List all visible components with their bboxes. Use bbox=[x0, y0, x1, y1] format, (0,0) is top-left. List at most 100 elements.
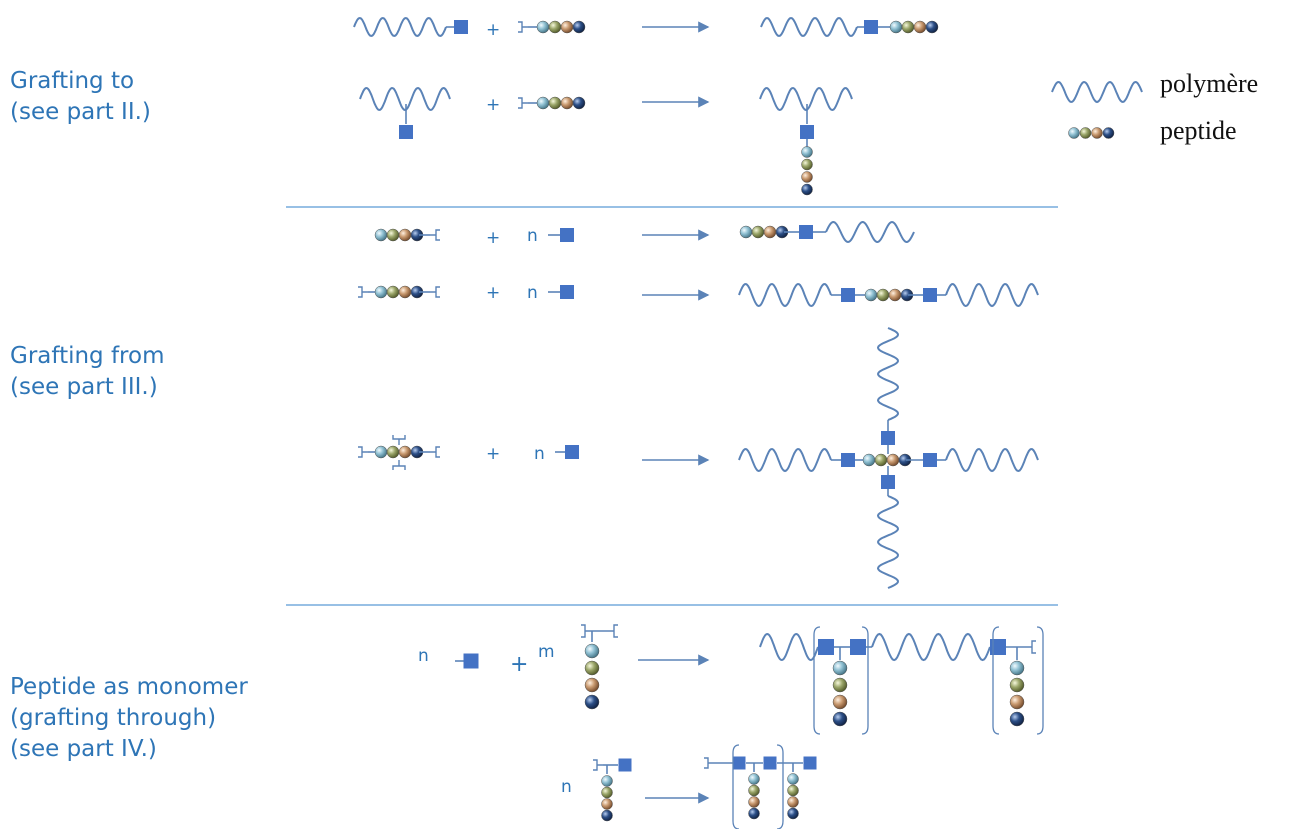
polymer-wave-icon bbox=[359, 86, 451, 112]
peptide-bead bbox=[1009, 660, 1025, 676]
peptide-bead bbox=[536, 20, 550, 34]
peptide-beads-icon bbox=[864, 288, 914, 302]
polymer-wave-icon bbox=[945, 282, 1039, 308]
stoichiometry-label: m bbox=[538, 642, 555, 662]
peptide-bead bbox=[601, 798, 613, 810]
peptide-bead bbox=[1009, 694, 1025, 710]
section-note: (see part IV.) bbox=[10, 736, 157, 762]
plus-sign: + bbox=[486, 228, 500, 248]
peptide-bead bbox=[862, 453, 876, 467]
peptide-bead bbox=[888, 288, 902, 302]
monomer-block-icon bbox=[881, 475, 895, 489]
reactive-end-icon bbox=[430, 229, 440, 241]
polymer-wave-icon bbox=[759, 86, 853, 112]
monomer-block-icon bbox=[565, 445, 579, 459]
peptide-bead bbox=[548, 20, 562, 34]
peptide-beads-icon bbox=[801, 146, 813, 196]
peptide-bead bbox=[398, 445, 412, 459]
repeat-bracket-icon bbox=[732, 744, 740, 829]
peptide-bead bbox=[584, 643, 600, 659]
polymer-wave-icon bbox=[353, 16, 447, 38]
monomer-block-icon bbox=[399, 125, 413, 139]
peptide-bead bbox=[374, 228, 388, 242]
peptide-beads-icon bbox=[584, 643, 600, 710]
repeat-bracket-icon bbox=[1036, 626, 1044, 735]
plus-sign: + bbox=[486, 20, 500, 40]
monomer-block-icon bbox=[560, 285, 574, 299]
reactive-end-icon bbox=[430, 446, 440, 458]
plus-sign: + bbox=[486, 95, 500, 115]
monomer-block-icon bbox=[881, 431, 895, 445]
repeat-bracket-icon bbox=[861, 626, 869, 735]
polymer-wave-icon bbox=[759, 632, 819, 662]
peptide-beads-icon bbox=[1068, 127, 1115, 139]
peptide-bead bbox=[832, 660, 848, 676]
stoichiometry-label: n bbox=[527, 226, 538, 246]
peptide-beads-icon bbox=[536, 96, 586, 110]
reactive-end-icon bbox=[358, 446, 368, 458]
peptide-bead bbox=[1102, 127, 1115, 139]
peptide-bead bbox=[572, 96, 586, 110]
reactive-end-icon bbox=[608, 624, 618, 638]
polymer-wave-icon bbox=[945, 447, 1039, 473]
polymer-wave-icon bbox=[876, 495, 900, 589]
operators: +++n+n+nn+mn bbox=[418, 20, 572, 797]
peptide-bead bbox=[386, 285, 400, 299]
repeat-bracket-icon bbox=[776, 744, 784, 829]
section-subtitle: (see part II.) bbox=[10, 99, 151, 125]
peptide-bead bbox=[832, 694, 848, 710]
peptide-bead bbox=[1009, 711, 1025, 727]
monomer-block-icon bbox=[803, 756, 817, 770]
peptide-bead bbox=[748, 784, 760, 797]
peptide-bead bbox=[889, 20, 903, 34]
peptide-bead bbox=[398, 285, 412, 299]
peptide-bead bbox=[787, 773, 799, 785]
reactive-end-icon bbox=[358, 286, 368, 298]
peptide-bead bbox=[801, 146, 813, 158]
polymer-wave-icon bbox=[871, 632, 991, 662]
monomer-block-icon bbox=[923, 453, 937, 467]
reactive-end-icon bbox=[430, 286, 440, 298]
reactive-end-icon bbox=[581, 624, 591, 638]
monomer-block-icon bbox=[763, 756, 777, 770]
section-subtitle: (see part III.) bbox=[10, 374, 158, 400]
peptide-beads-icon bbox=[374, 228, 424, 242]
peptide-bead bbox=[801, 158, 813, 171]
section-label-grafting-to: Grafting to (see part II.) bbox=[10, 66, 151, 128]
reactive-end-icon bbox=[1026, 640, 1036, 654]
peptide-bead bbox=[739, 225, 753, 239]
monomer-block-icon bbox=[454, 20, 468, 34]
monomer-block-icon bbox=[990, 639, 1006, 655]
peptide-bead bbox=[913, 20, 927, 34]
molecules bbox=[353, 16, 1044, 829]
peptide-bead bbox=[584, 660, 600, 676]
reactive-end-icon bbox=[392, 435, 406, 445]
monomer-block-icon bbox=[818, 639, 834, 655]
peptide-bead bbox=[751, 225, 765, 239]
peptide-bead bbox=[832, 711, 848, 727]
monomer-block-icon bbox=[841, 288, 855, 302]
peptide-bead bbox=[1091, 127, 1103, 139]
polymer-wave-icon bbox=[760, 16, 858, 38]
peptide-beads-icon bbox=[787, 773, 799, 820]
peptide-beads-icon bbox=[536, 20, 586, 34]
polymer-wave-icon bbox=[738, 447, 832, 473]
legend: polymère peptide bbox=[1051, 69, 1258, 145]
reactive-end-icon bbox=[392, 460, 406, 470]
stoichiometry-label: n bbox=[418, 646, 429, 666]
stoichiometry-label: n bbox=[534, 444, 545, 464]
peptide-bead bbox=[386, 228, 400, 242]
peptide-bead bbox=[560, 20, 574, 34]
peptide-beads-icon bbox=[601, 775, 613, 822]
monomer-block-icon bbox=[732, 756, 746, 770]
reactive-end-icon bbox=[704, 757, 714, 769]
monomer-block-icon bbox=[560, 228, 574, 242]
peptide-bead bbox=[748, 796, 760, 808]
peptide-bead bbox=[398, 228, 412, 242]
peptide-beads-icon bbox=[1009, 660, 1025, 727]
peptide-bead bbox=[787, 784, 799, 797]
peptide-bead bbox=[548, 96, 562, 110]
peptide-bead bbox=[572, 20, 586, 34]
monomer-block-icon bbox=[841, 453, 855, 467]
peptide-bead bbox=[374, 445, 388, 459]
